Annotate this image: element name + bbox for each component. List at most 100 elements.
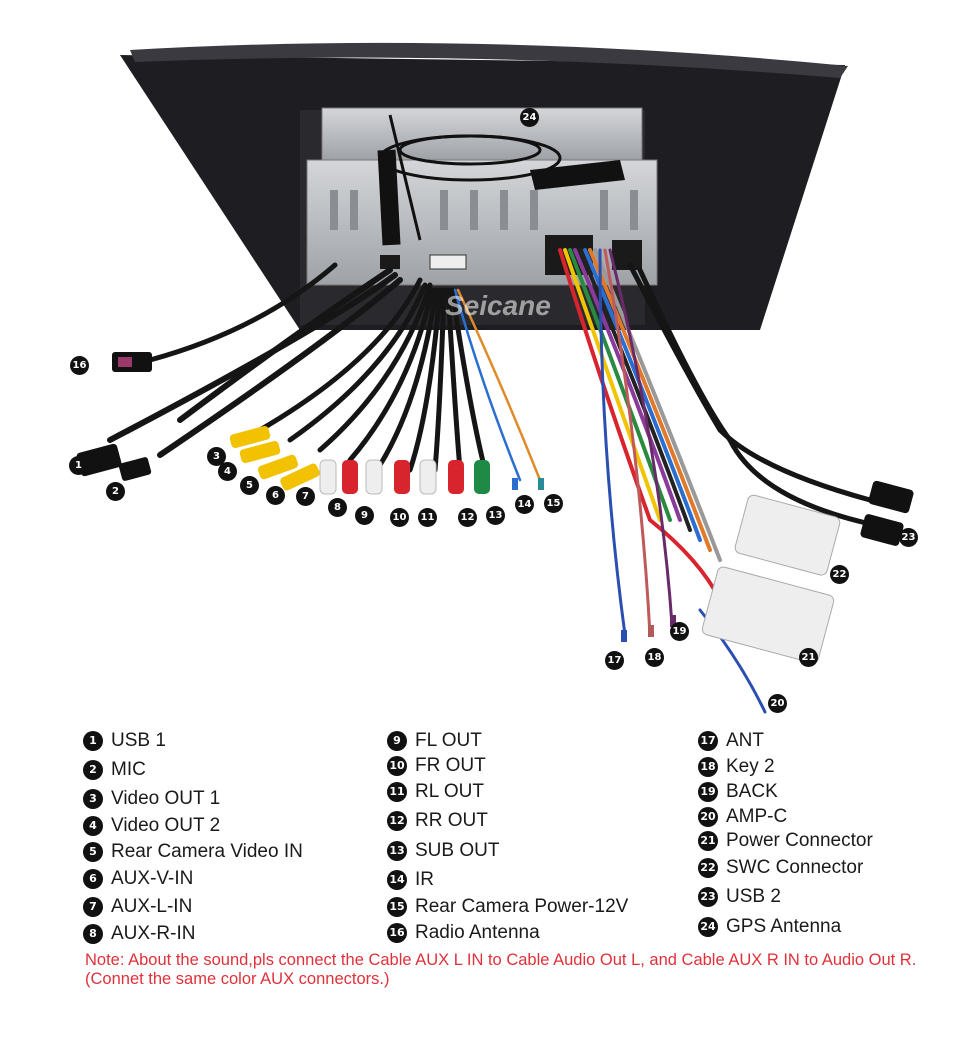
marker-9: 9 — [355, 506, 374, 525]
legend-label: Rear Camera Video IN — [111, 841, 303, 862]
marker-17: 17 — [605, 651, 624, 670]
legend-item: 19 BACK — [698, 780, 778, 804]
legend-label: Video OUT 2 — [111, 815, 221, 836]
legend-number: 14 — [387, 870, 407, 890]
legend-number: 23 — [698, 887, 718, 907]
legend-item: 24 GPS Antenna — [698, 915, 841, 939]
legend-item: 18 Key 2 — [698, 755, 775, 779]
legend-number: 15 — [387, 897, 407, 917]
legend-item: 21 Power Connector — [698, 829, 873, 853]
legend-number: 3 — [83, 789, 103, 809]
legend-number: 5 — [83, 842, 103, 862]
legend-label: Rear Camera Power-12V — [415, 896, 629, 917]
marker-2: 2 — [106, 482, 125, 501]
legend-label: USB 1 — [111, 730, 166, 751]
legend-label: FR OUT — [415, 755, 486, 776]
marker-4: 4 — [218, 462, 237, 481]
legend-number: 18 — [698, 757, 718, 777]
marker-3: 3 — [207, 447, 226, 466]
legend-label: GPS Antenna — [726, 916, 842, 937]
legend-label: SWC Connector — [726, 857, 864, 878]
radio-antenna-plug — [112, 352, 152, 372]
legend-label: IR — [415, 869, 434, 890]
legend-label: AUX-L-IN — [111, 896, 193, 917]
legend-number: 10 — [387, 756, 407, 776]
legend-item: 22 SWC Connector — [698, 856, 863, 880]
wiring-harness-illustration — [76, 42, 914, 714]
legend-item: 23 USB 2 — [698, 885, 781, 909]
legend-label: Key 2 — [726, 756, 775, 777]
marker-7: 7 — [296, 487, 315, 506]
gps-antenna — [377, 114, 625, 246]
legend-label: AUX-R-IN — [111, 923, 196, 944]
marker-23: 23 — [899, 528, 918, 547]
product-photo: Seicane 1 2 3 4 5 6 7 8 9 10 11 12 13 14… — [69, 42, 918, 714]
legend-number: 19 — [698, 782, 718, 802]
marker-14: 14 — [515, 495, 534, 514]
legend-number: 1 — [83, 731, 103, 751]
legend-label: Video OUT 1 — [111, 788, 221, 809]
chassis — [306, 107, 658, 286]
swc-connector — [734, 494, 841, 576]
marker-10: 10 — [390, 508, 409, 527]
legend-number: 2 — [83, 760, 103, 780]
legend-label: Power Connector — [726, 830, 873, 851]
marker-18: 18 — [645, 648, 664, 667]
legend-item: 9 FL OUT — [387, 729, 482, 753]
legend-item: 3 Video OUT 1 — [83, 787, 220, 811]
legend-label: SUB OUT — [415, 840, 500, 861]
legend-number: 8 — [83, 924, 103, 944]
legend-item: 14 IR — [387, 868, 434, 892]
legend-item: 20 AMP-C — [698, 805, 787, 829]
legend-item: 15 Rear Camera Power-12V — [387, 895, 628, 919]
thin-wires — [453, 288, 542, 482]
marker-21: 21 — [799, 648, 818, 667]
marker-19: 19 — [670, 622, 689, 641]
legend-number: 21 — [698, 831, 718, 851]
legend-label: RR OUT — [415, 810, 488, 831]
marker-16: 16 — [70, 356, 89, 375]
power-connector — [701, 566, 835, 664]
legend-label: USB 2 — [726, 886, 781, 907]
legend-item: 10 FR OUT — [387, 754, 486, 778]
legend-number: 22 — [698, 858, 718, 878]
legend-item: 5 Rear Camera Video IN — [83, 840, 303, 864]
legend-item: 7 AUX-L-IN — [83, 895, 192, 919]
legend-number: 9 — [387, 731, 407, 751]
brand-watermark: Seicane — [445, 290, 551, 321]
rca-plugs — [229, 425, 490, 495]
marker-6: 6 — [266, 486, 285, 505]
legend-label: Radio Antenna — [415, 922, 540, 943]
legend-number: 13 — [387, 841, 407, 861]
marker-5: 5 — [240, 476, 259, 495]
legend-number: 16 — [387, 923, 407, 943]
marker-1: 1 — [69, 456, 88, 475]
legend-number: 20 — [698, 807, 718, 827]
legend-number: 11 — [387, 782, 407, 802]
marker-24: 24 — [520, 108, 539, 127]
legend-number: 17 — [698, 731, 718, 751]
legend-label: ANT — [726, 730, 764, 751]
power-harness — [558, 248, 767, 714]
usb1-plug — [76, 443, 152, 481]
legend-label: AMP-C — [726, 806, 788, 827]
cable-bundle — [107, 262, 878, 528]
legend-number: 6 — [83, 869, 103, 889]
marker-13: 13 — [486, 506, 505, 525]
legend-item: 17 ANT — [698, 729, 764, 753]
marker-22: 22 — [830, 565, 849, 584]
legend-item: 13 SUB OUT — [387, 839, 499, 863]
marker-12: 12 — [458, 508, 477, 527]
marker-15: 15 — [544, 494, 563, 513]
marker-8: 8 — [328, 498, 347, 517]
legend-label: BACK — [726, 781, 778, 802]
legend-number: 24 — [698, 917, 718, 937]
legend-label: FL OUT — [415, 730, 482, 751]
legend-number: 7 — [83, 897, 103, 917]
legend-item: 8 AUX-R-IN — [83, 922, 195, 946]
marker-11: 11 — [418, 508, 437, 527]
